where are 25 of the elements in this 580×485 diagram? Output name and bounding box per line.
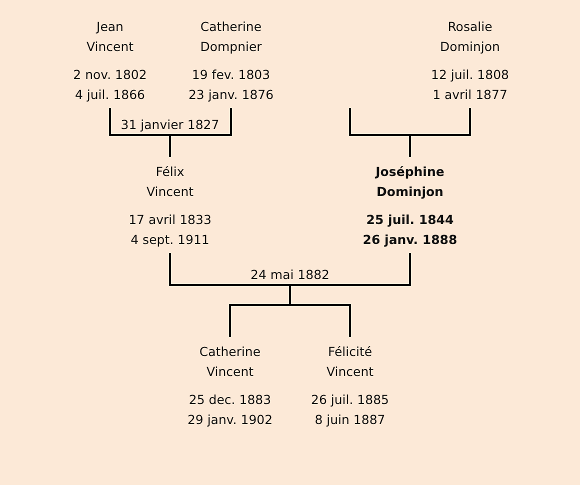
person-name: Catherine Vincent xyxy=(199,343,261,381)
family-line xyxy=(289,253,411,337)
life-date: 29 janv. 1902 xyxy=(187,411,273,429)
life-date: 4 sept. 1911 xyxy=(130,231,210,249)
person-name: Joséphine Dominjon xyxy=(376,163,444,201)
marriage-date: 31 janvier 1827 xyxy=(118,117,222,133)
life-date: 25 juil. 1844 xyxy=(366,211,454,229)
life-date: 19 fev. 1803 xyxy=(192,66,270,84)
life-date: 17 avril 1833 xyxy=(128,211,212,229)
family-line xyxy=(169,108,232,157)
life-date: 1 avril 1877 xyxy=(432,86,508,104)
family-line xyxy=(409,108,471,157)
life-date: 8 juin 1887 xyxy=(314,411,386,429)
life-date: 2 nov. 1802 xyxy=(73,66,147,84)
person-name: Catherine Dompnier xyxy=(200,18,262,56)
person-name: Félix Vincent xyxy=(146,163,194,201)
life-date: 26 janv. 1888 xyxy=(362,231,458,249)
life-date: 23 janv. 1876 xyxy=(188,86,274,104)
person-name: Rosalie Dominjon xyxy=(440,18,500,56)
person-name: Félicité Vincent xyxy=(326,343,374,381)
life-date: 12 juil. 1808 xyxy=(431,66,509,84)
person-name: Jean Vincent xyxy=(86,18,134,56)
life-date: 4 juil. 1866 xyxy=(74,86,146,104)
life-date: 25 dec. 1883 xyxy=(188,391,272,409)
life-date: 26 juil. 1885 xyxy=(311,391,389,409)
